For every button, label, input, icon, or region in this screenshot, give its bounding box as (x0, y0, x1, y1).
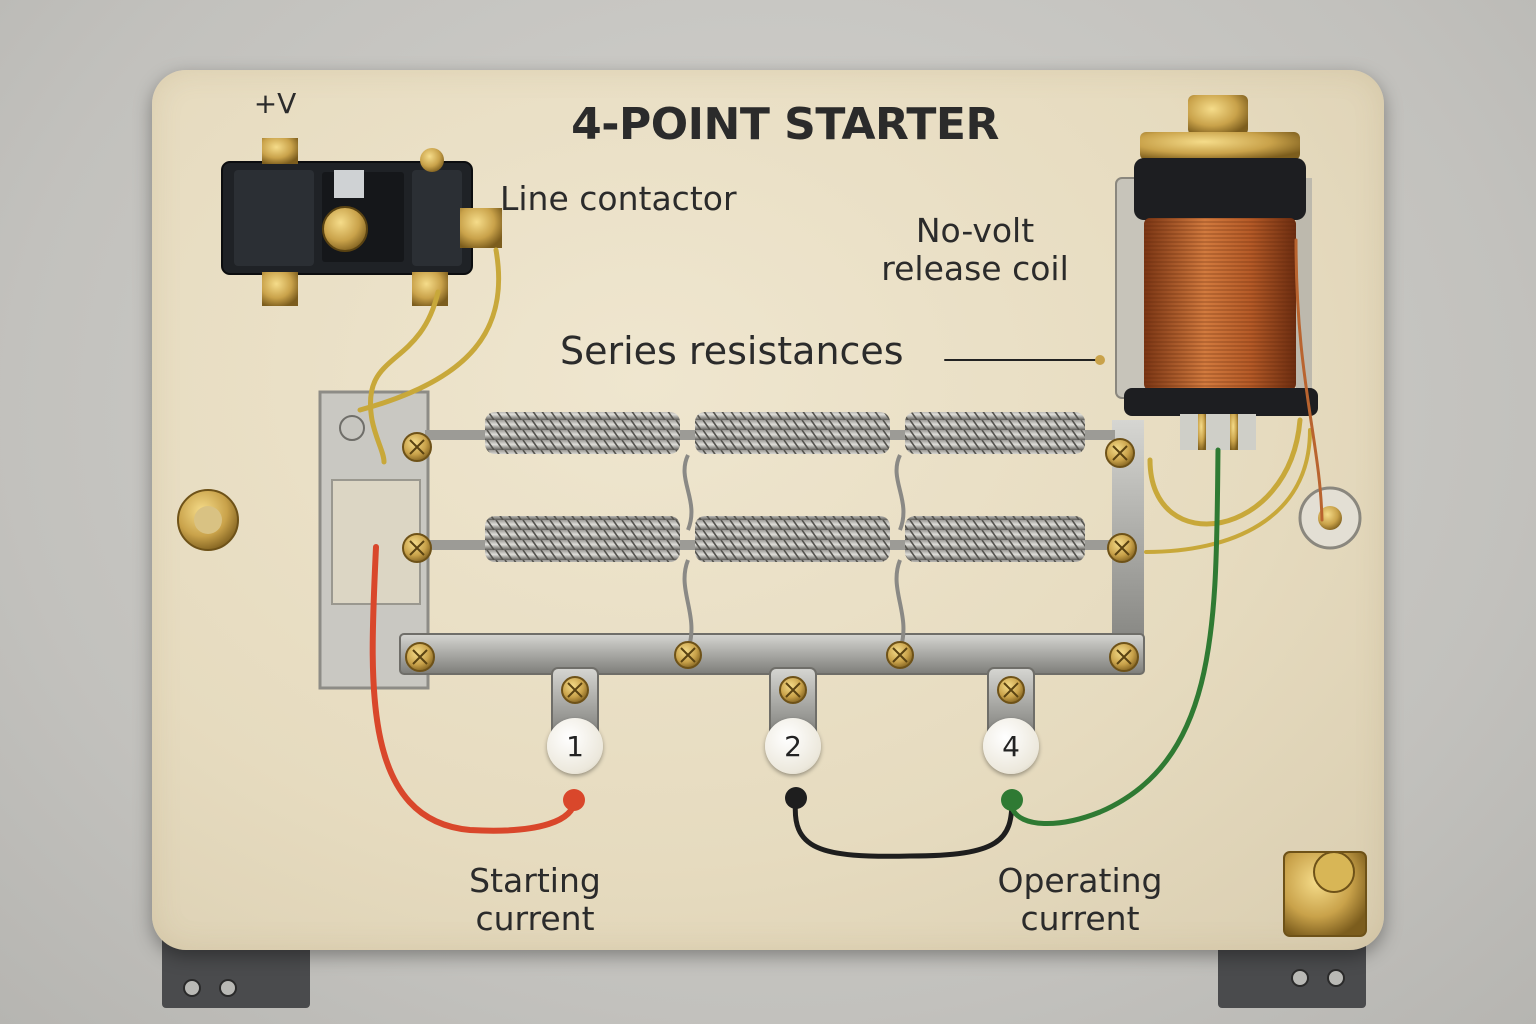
green-plug (1001, 789, 1023, 811)
resistor-coil-icon (695, 516, 890, 562)
black-wire-link (792, 795, 1015, 859)
terminal-1-label[interactable]: 1 (547, 718, 603, 774)
screw-icon (561, 676, 589, 704)
starting-current-label: Starting current (430, 862, 640, 938)
yellow-wire-coil-2 (1144, 428, 1312, 554)
screw-icon (339, 415, 365, 441)
terminal-4-label[interactable]: 4 (983, 718, 1039, 774)
resistor-coil-icon (485, 412, 680, 454)
screw-icon (997, 676, 1025, 704)
mounting-bolt-icon (177, 489, 239, 551)
no-volt-label-line1: No-volt (915, 211, 1035, 250)
tap-links (682, 454, 906, 651)
line-contactor-label: Line contactor (500, 179, 737, 218)
yellow-wire-aux (357, 247, 502, 413)
no-volt-release-label: No-volt release coil (840, 212, 1110, 288)
no-volt-label-line2: release coil (881, 248, 1069, 288)
screw-icon (1105, 438, 1135, 468)
red-wire-starting (369, 544, 577, 834)
series-resistances-label: Series resistances (560, 329, 904, 373)
resistor-coil-icon (485, 516, 680, 562)
screw-icon (779, 676, 807, 704)
red-plug (563, 789, 585, 811)
screw-icon (402, 432, 432, 462)
operating-label-line2: current (1020, 898, 1140, 938)
screw-icon (405, 642, 435, 672)
ground-terminal (1283, 851, 1367, 937)
bracket-holes (183, 969, 1345, 997)
terminal-2-label[interactable]: 2 (765, 718, 821, 774)
screw-icon (674, 641, 702, 669)
yellow-wire-contactor (368, 289, 441, 465)
starting-label-line1: Starting (469, 861, 601, 900)
mounting-bolt-icon (1298, 486, 1362, 550)
operating-current-label: Operating current (960, 862, 1200, 938)
resistor-coil-icon (905, 412, 1085, 454)
screw-icon (1107, 533, 1137, 563)
resistor-coil-icon (695, 412, 890, 454)
screw-icon (886, 641, 914, 669)
wires (357, 238, 1324, 859)
resistor-row-upper (425, 412, 1115, 454)
yellow-wire-coil (1147, 417, 1303, 527)
screw-icon (402, 533, 432, 563)
copper-wire-coil (1294, 238, 1324, 522)
resistor-row-lower (425, 516, 1115, 562)
screws (339, 415, 1139, 704)
page-title: 4-POINT STARTER (571, 99, 999, 150)
operating-label-line1: Operating (997, 861, 1163, 900)
resistor-coil-icon (905, 516, 1085, 562)
supply-label: +V (253, 87, 297, 120)
screw-icon (1109, 642, 1139, 672)
black-plug (785, 787, 807, 809)
contactor-icon (221, 138, 502, 306)
starting-label-line2: current (475, 898, 595, 938)
green-wire-operating (1009, 447, 1221, 827)
solenoid-coil-icon (1115, 95, 1318, 450)
